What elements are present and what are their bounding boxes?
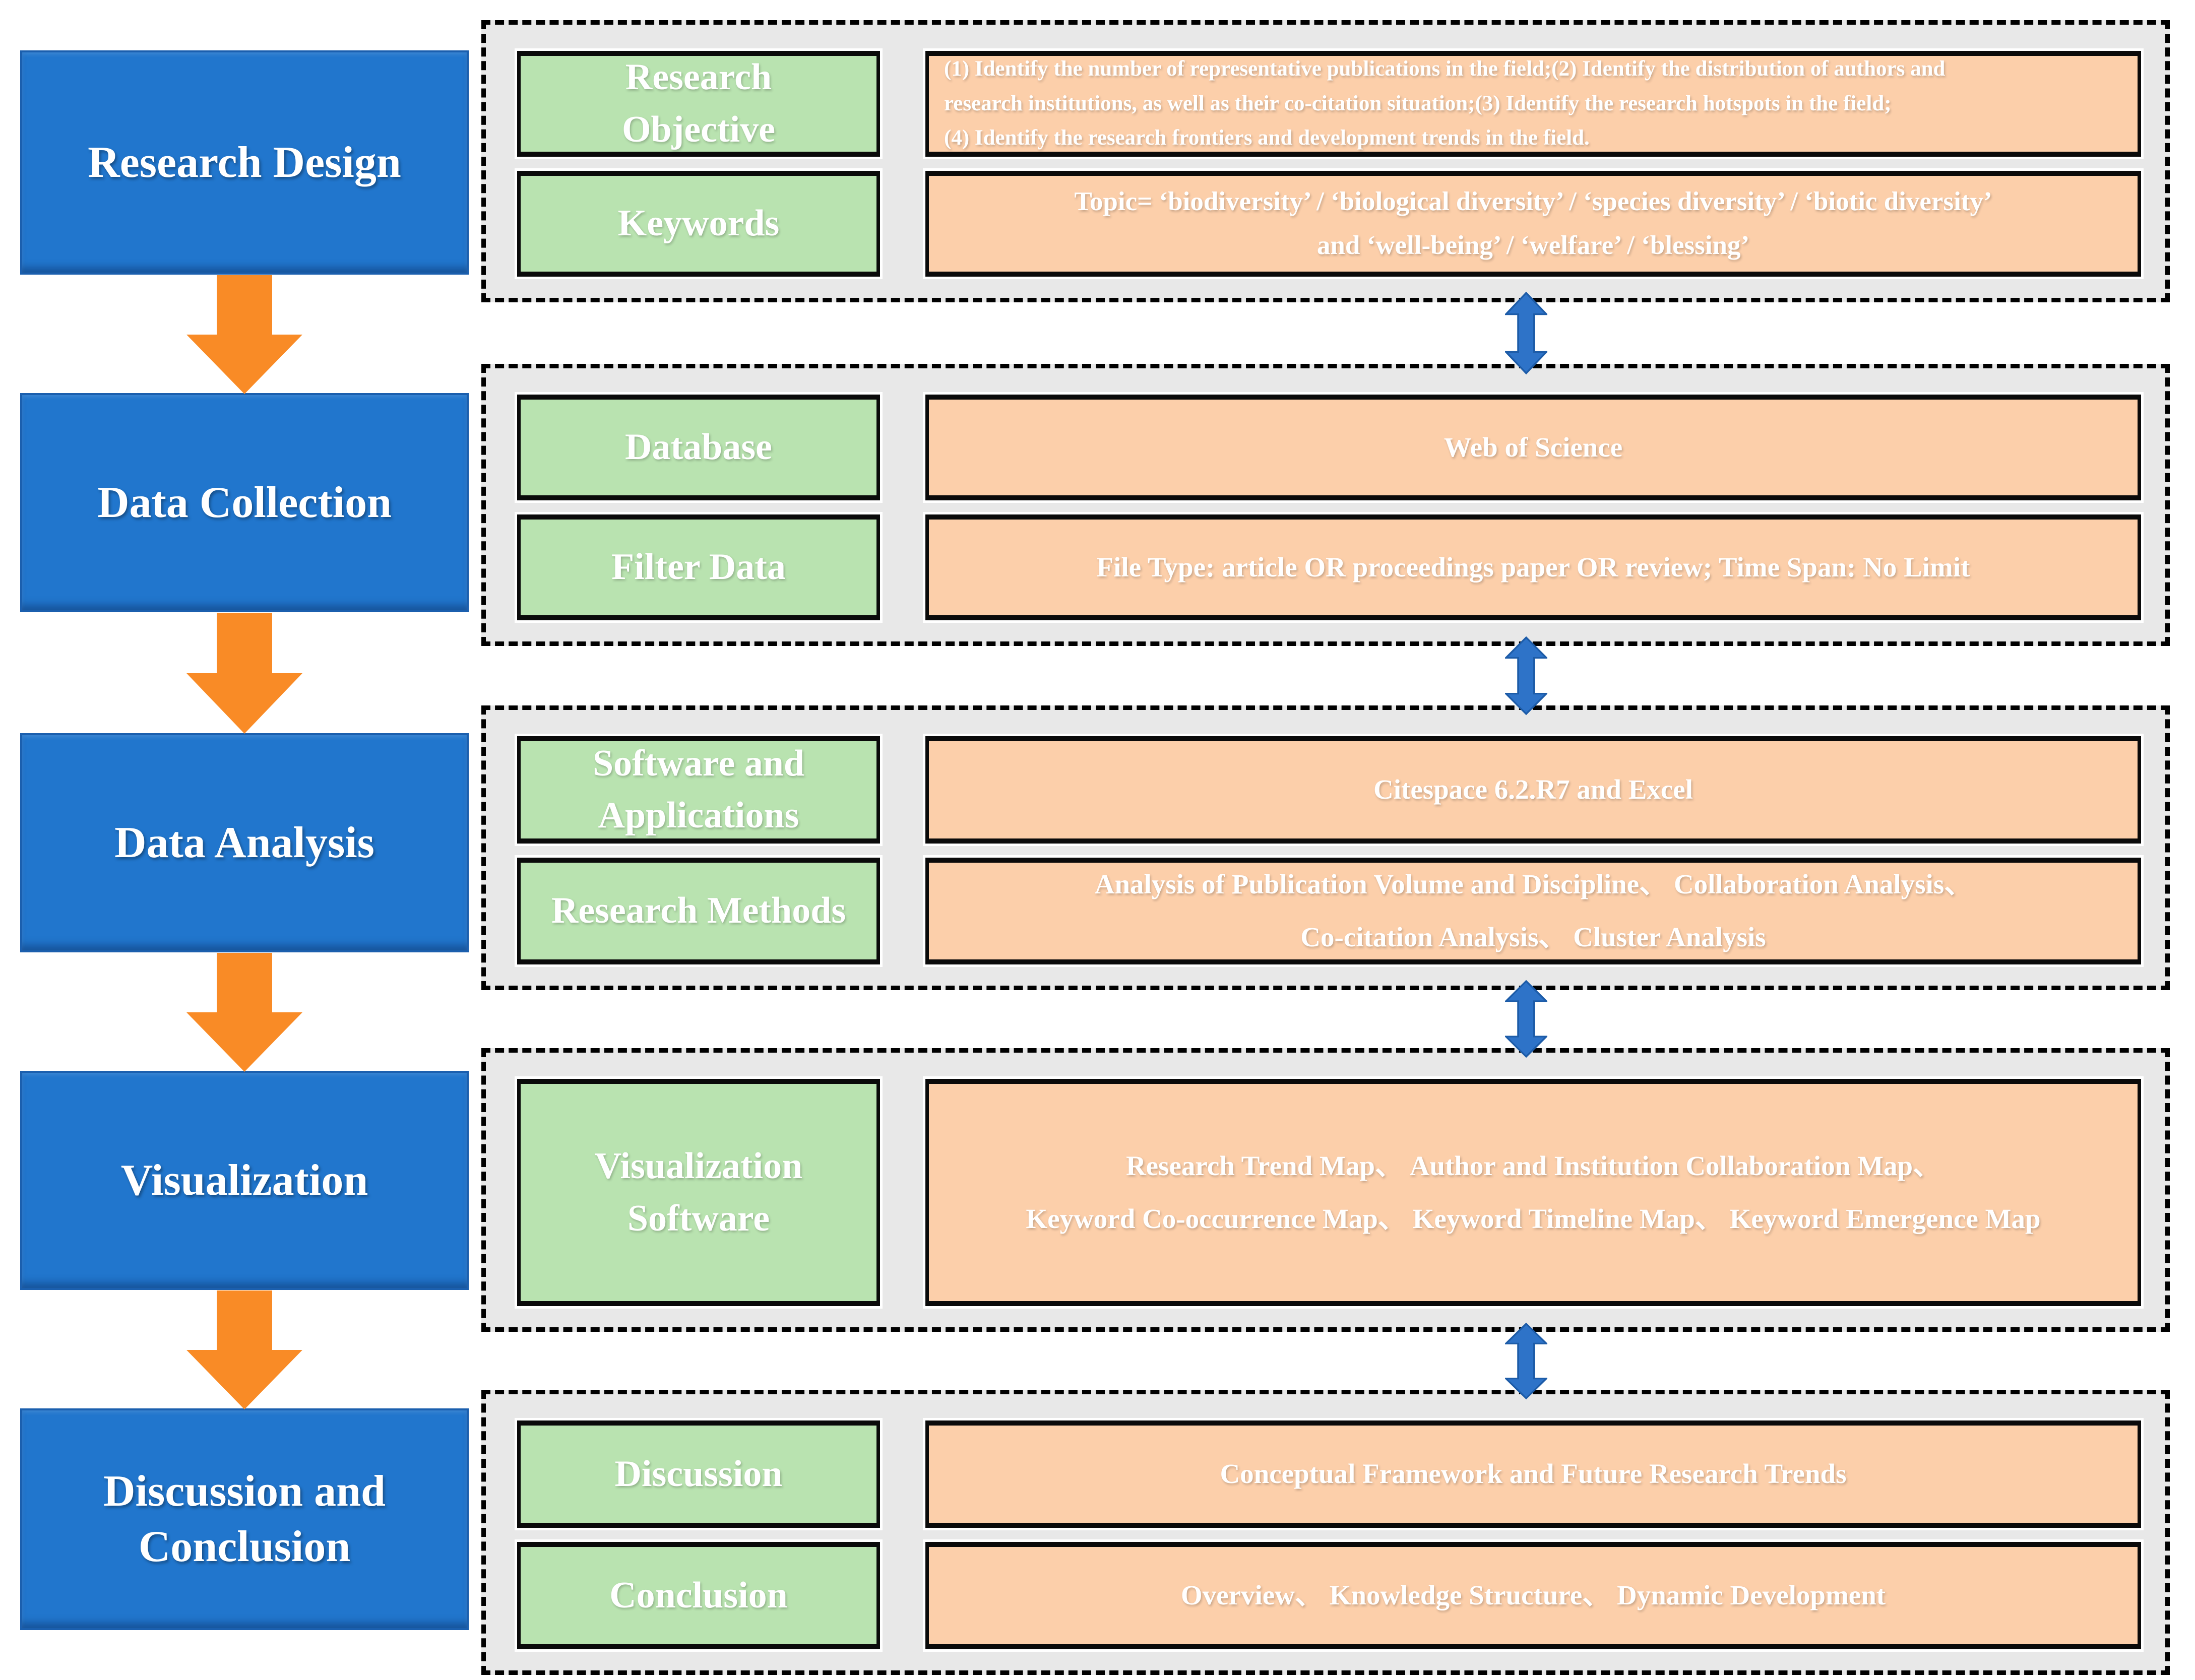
- content-box-research-methods: Analysis of Publication Volume and Disci…: [925, 857, 2141, 964]
- label-filter-data: Filter Data: [611, 546, 786, 588]
- label-box-visualization-software: Visualization Software: [517, 1079, 880, 1306]
- label-research-objective: Research Objective: [621, 56, 776, 150]
- content-box-filter-data: File Type: article OR proceedings paper …: [925, 514, 2141, 620]
- detail-panel-discussion-conclusion: Discussion Conceptual Framework and Futu…: [481, 1390, 2170, 1675]
- content-research-objective: (1) Identify the number of representativ…: [944, 56, 1946, 150]
- connector-double-arrow-icon: [1505, 291, 1547, 375]
- connector-double-arrow-icon: [1505, 1322, 1547, 1400]
- stage-title-visualization: Visualization: [120, 1155, 368, 1205]
- detail-panel-data-collection: Database Web of Science Filter Data File…: [481, 364, 2170, 646]
- detail-panel-data-analysis: Software and Applications Citespace 6.2.…: [481, 705, 2170, 990]
- content-filter-data: File Type: article OR proceedings paper …: [1096, 551, 1970, 583]
- content-visualization-software: Research Trend Map、 Author and Instituti…: [1026, 1150, 2041, 1234]
- stage-box-visualization: Visualization: [20, 1071, 469, 1290]
- detail-panel-visualization: Visualization Software Research Trend Ma…: [481, 1048, 2170, 1332]
- label-database: Database: [625, 426, 772, 468]
- stage-title-data-analysis: Data Analysis: [114, 818, 374, 867]
- label-discussion: Discussion: [614, 1453, 783, 1495]
- stage-title-research-design: Research Design: [88, 138, 401, 187]
- connector-double-arrow-icon: [1505, 980, 1547, 1058]
- stage-title-discussion-conclusion: Discussion and Conclusion: [103, 1467, 386, 1571]
- label-visualization-software: Visualization Software: [594, 1145, 803, 1239]
- content-box-research-objective: (1) Identify the number of representativ…: [925, 51, 2141, 157]
- down-arrow-icon: [186, 275, 302, 394]
- down-arrow-icon: [186, 1290, 302, 1409]
- label-box-research-objective: Research Objective: [517, 51, 880, 157]
- content-conclusion: Overview、 Knowledge Structure、 Dynamic D…: [1180, 1580, 1886, 1611]
- label-box-conclusion: Conclusion: [517, 1542, 880, 1649]
- content-keywords: Topic= ‘biodiversity’ / ‘biological dive…: [1074, 186, 1992, 260]
- content-box-conclusion: Overview、 Knowledge Structure、 Dynamic D…: [925, 1542, 2141, 1649]
- label-software-applications: Software and Applications: [592, 742, 805, 836]
- content-box-discussion: Conceptual Framework and Future Research…: [925, 1420, 2141, 1528]
- stage-box-data-analysis: Data Analysis: [20, 733, 469, 952]
- label-box-database: Database: [517, 395, 880, 500]
- connector-double-arrow-icon: [1505, 636, 1547, 716]
- content-box-keywords: Topic= ‘biodiversity’ / ‘biological dive…: [925, 171, 2141, 277]
- label-box-research-methods: Research Methods: [517, 857, 880, 964]
- content-discussion: Conceptual Framework and Future Research…: [1220, 1458, 1847, 1490]
- detail-panel-research-design: Research Objective (1) Identify the numb…: [481, 20, 2170, 302]
- label-box-keywords: Keywords: [517, 171, 880, 277]
- content-box-visualization-software: Research Trend Map、 Author and Instituti…: [925, 1079, 2141, 1306]
- down-arrow-icon: [186, 613, 302, 734]
- stage-title-data-collection: Data Collection: [97, 478, 392, 527]
- stage-box-discussion-conclusion: Discussion and Conclusion: [20, 1408, 469, 1630]
- label-conclusion: Conclusion: [609, 1574, 788, 1616]
- content-box-database: Web of Science: [925, 395, 2141, 500]
- content-database: Web of Science: [1444, 431, 1623, 463]
- label-keywords: Keywords: [617, 203, 780, 244]
- content-research-methods: Analysis of Publication Volume and Disci…: [1094, 869, 1972, 952]
- label-box-software-applications: Software and Applications: [517, 736, 880, 844]
- content-software-applications: Citespace 6.2.R7 and Excel: [1373, 774, 1693, 805]
- content-box-software-applications: Citespace 6.2.R7 and Excel: [925, 736, 2141, 844]
- down-arrow-icon: [186, 953, 302, 1072]
- label-box-filter-data: Filter Data: [517, 514, 880, 620]
- label-research-methods: Research Methods: [551, 889, 846, 931]
- stage-box-research-design: Research Design: [20, 50, 469, 275]
- stage-box-data-collection: Data Collection: [20, 393, 469, 612]
- label-box-discussion: Discussion: [517, 1420, 880, 1528]
